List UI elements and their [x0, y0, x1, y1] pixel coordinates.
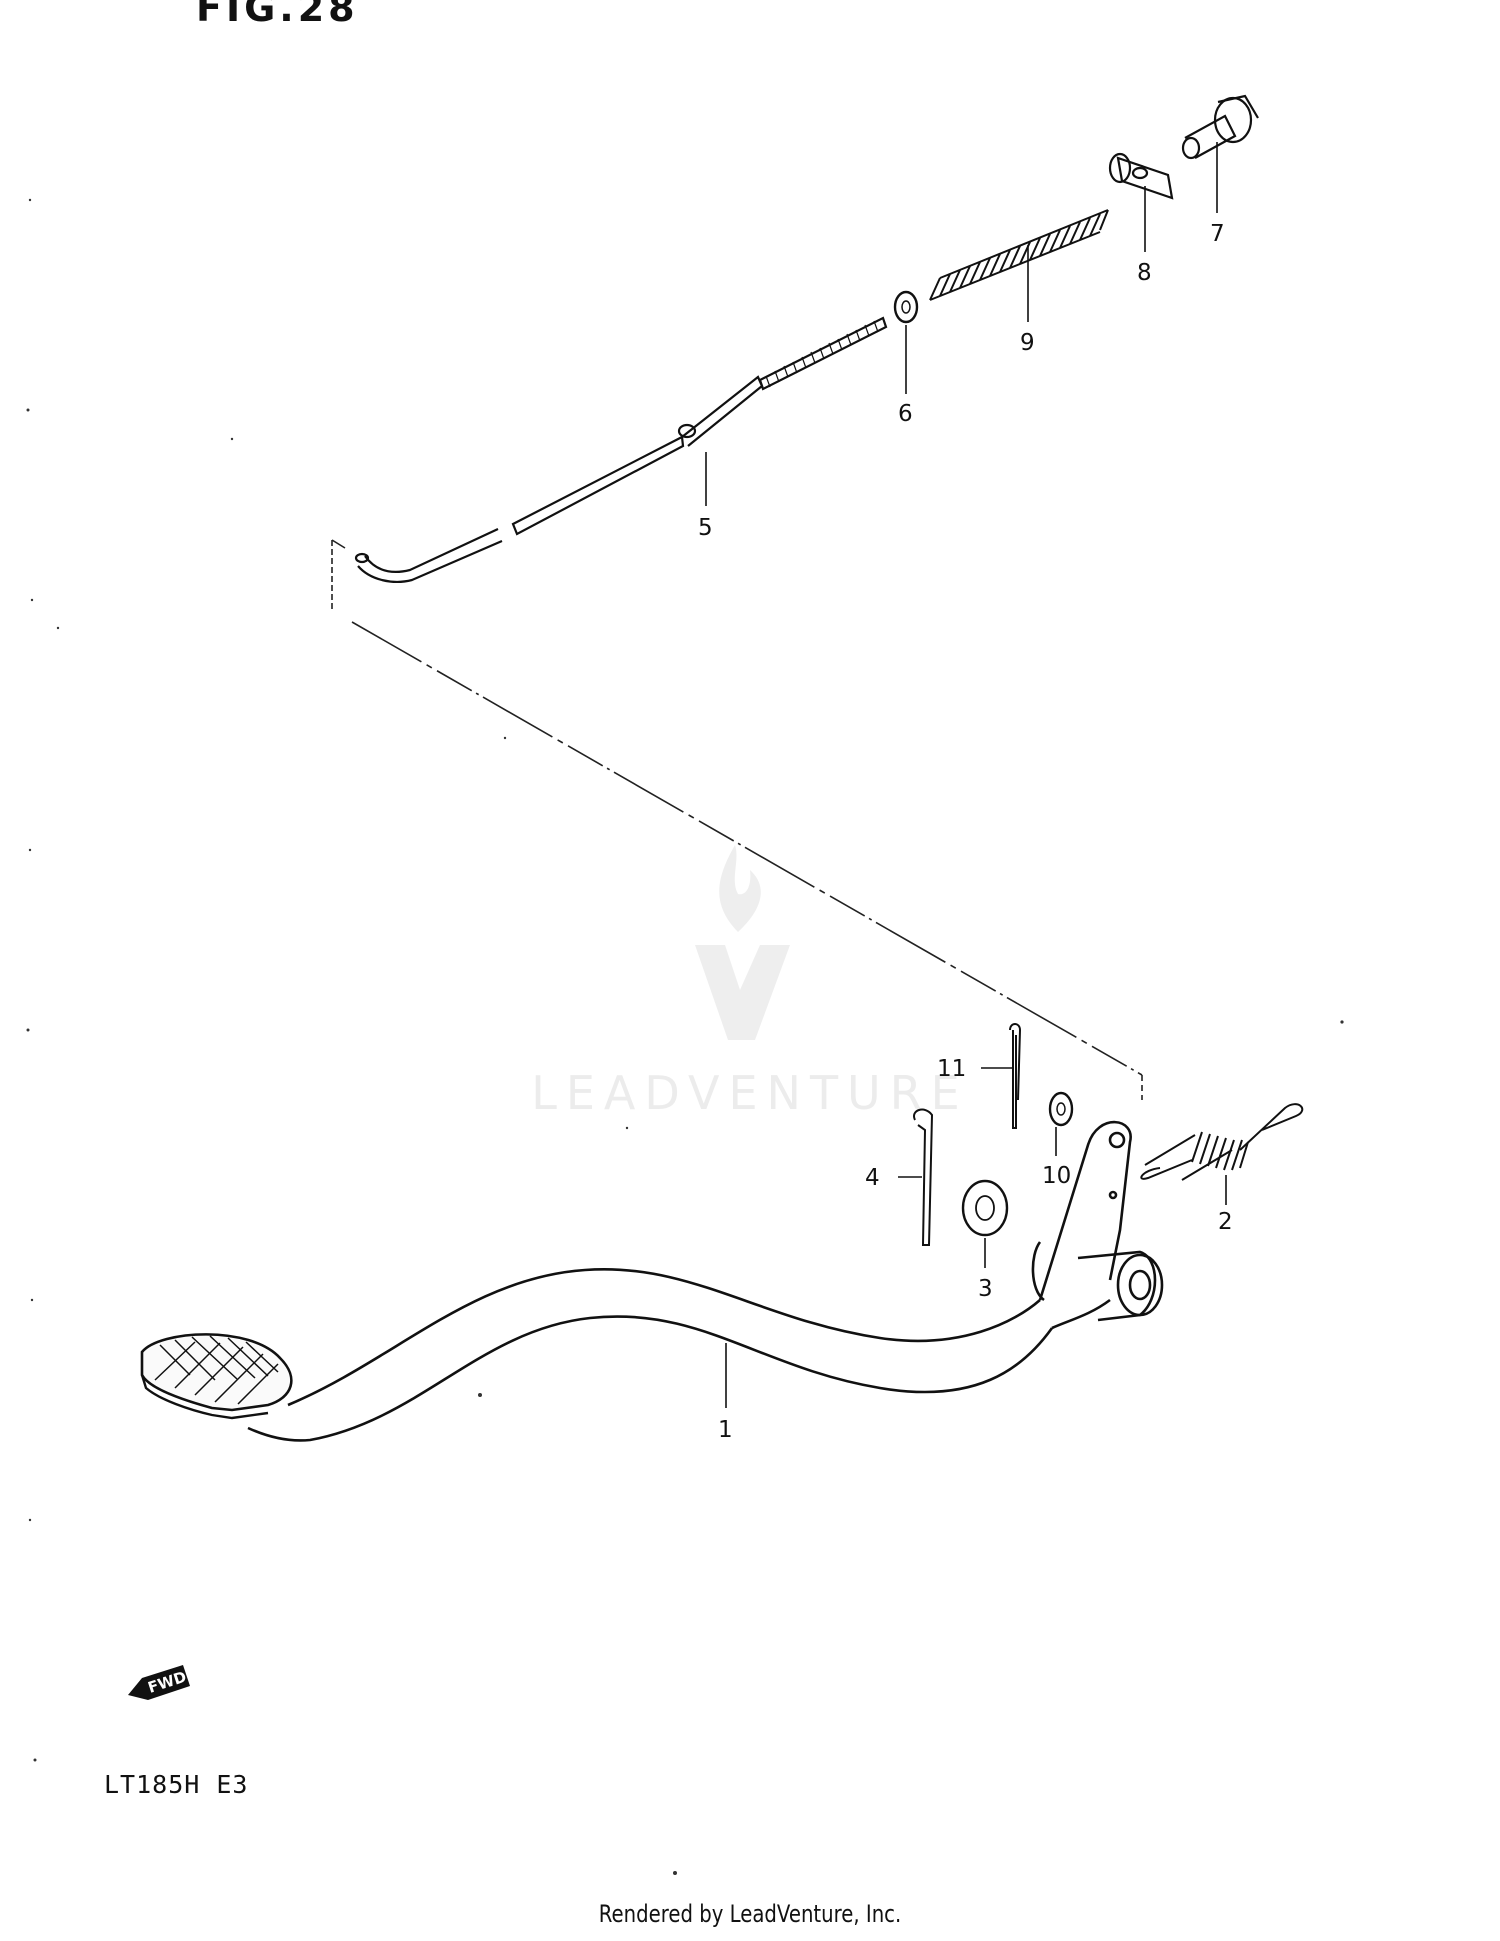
callout-11: 11 — [937, 1056, 966, 1082]
callout-5: 5 — [698, 515, 713, 541]
brake-pedal — [247, 1120, 1164, 1442]
scan-specks — [26, 198, 1344, 1875]
model-code: LT185H E3 — [104, 1770, 249, 1799]
return-spring-2 — [1140, 1103, 1304, 1181]
watermark-logo — [695, 845, 790, 1040]
cotter-pin-4 — [913, 1108, 934, 1246]
callout-10: 10 — [1042, 1163, 1071, 1189]
callout-8: 8 — [1137, 260, 1152, 286]
watermark-text: LEADVENTURE — [531, 1066, 969, 1120]
callout-7: 7 — [1210, 221, 1225, 247]
callout-1: 1 — [718, 1417, 733, 1443]
fwd-arrow-icon: FWD — [128, 1665, 190, 1700]
pin-7 — [1181, 94, 1259, 160]
callout-9: 9 — [1020, 330, 1035, 356]
callout-3: 3 — [978, 1276, 993, 1302]
washer-3 — [961, 1179, 1009, 1237]
spring-9 — [929, 209, 1109, 301]
figure-title: FIG.28 — [196, 0, 359, 30]
callout-6: 6 — [898, 401, 913, 427]
brake-rod — [354, 316, 888, 583]
callout-numbers: 1 2 3 4 5 6 7 8 9 10 11 — [698, 221, 1233, 1443]
leader-lines — [705, 142, 1227, 1408]
joint-8 — [1108, 152, 1174, 200]
cotter-pin-11 — [1009, 1023, 1022, 1129]
washer-6 — [893, 290, 919, 324]
washer-10 — [1048, 1091, 1074, 1127]
footer-credit: Rendered by LeadVenture, Inc. — [598, 1900, 902, 1928]
callout-2: 2 — [1218, 1209, 1233, 1235]
callout-4: 4 — [865, 1165, 880, 1191]
assembly-dashed-leader — [331, 539, 1143, 1100]
pedal-pad — [140, 1333, 293, 1420]
